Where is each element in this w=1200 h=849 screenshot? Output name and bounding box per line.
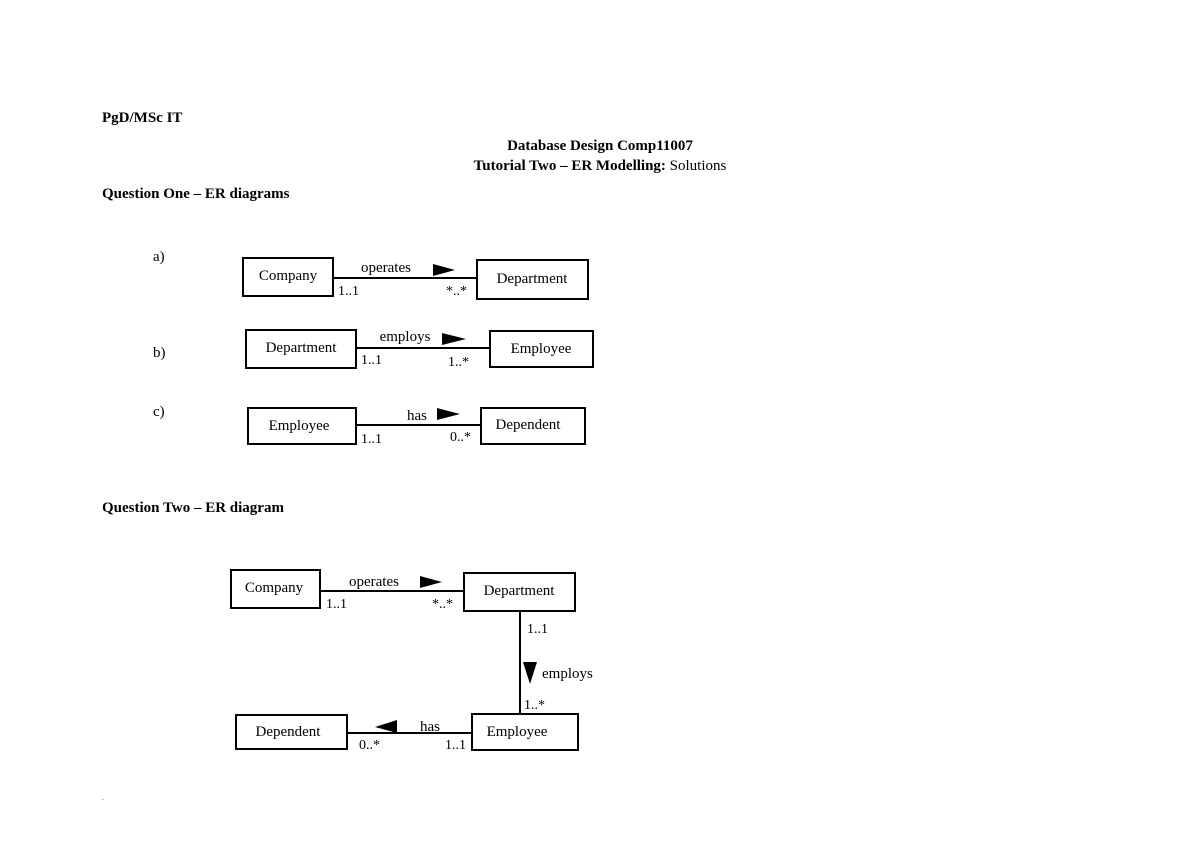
- svg-text:Employee: Employee: [269, 418, 330, 434]
- mult-right-a: *..*: [446, 284, 467, 299]
- entity-company-q2: Company: [230, 569, 321, 609]
- svg-text:Department: Department: [484, 583, 556, 599]
- operates-label-q2: operates: [349, 574, 399, 590]
- svg-text:Dependent: Dependent: [256, 724, 322, 740]
- entity-department-b: Department: [245, 329, 357, 369]
- relationship-label-b: employs: [380, 329, 431, 345]
- entity-department-q2: Department: [463, 572, 576, 612]
- mult-left-c: 1..1: [361, 432, 382, 447]
- mult-right-c: 0..*: [450, 430, 471, 445]
- direction-arrow-c: [437, 408, 460, 420]
- relationship-label-a: operates: [361, 260, 411, 276]
- footer-mark: .: [102, 793, 104, 802]
- entity-department-a: Department: [476, 259, 589, 300]
- svg-text:Dependent: Dependent: [496, 417, 562, 433]
- svg-text:Department: Department: [497, 271, 569, 287]
- entity-dependent-c: Dependent: [480, 407, 586, 445]
- operates-right-mult-q2: *..*: [432, 597, 453, 612]
- svg-text:Employee: Employee: [511, 341, 572, 357]
- mult-left-a: 1..1: [338, 284, 359, 299]
- subtitle-bold: Tutorial Two – ER Modelling:: [473, 158, 666, 174]
- direction-arrow-a: [433, 264, 455, 276]
- entity-employee-q2: Employee: [471, 713, 579, 751]
- course-label: PgD/MSc IT: [102, 110, 183, 126]
- question-one-heading: Question One – ER diagrams: [102, 186, 290, 202]
- part-a-label: a): [153, 249, 165, 265]
- has-right-mult-q2: 1..1: [445, 738, 466, 753]
- question-two-heading: Question Two – ER diagram: [102, 500, 284, 516]
- employs-arrow-q2: [523, 662, 537, 684]
- operates-arrow-q2: [420, 576, 442, 588]
- entity-company-a: Company: [242, 257, 334, 297]
- entity-employee-b: Employee: [489, 330, 594, 368]
- employs-label-q2: employs: [542, 666, 593, 682]
- part-c-label: c): [153, 404, 165, 420]
- svg-text:Company: Company: [245, 580, 304, 596]
- svg-text:Company: Company: [259, 268, 318, 284]
- employs-top-mult-q2: 1..1: [527, 622, 548, 637]
- document-title: Database Design Comp11007: [507, 138, 693, 154]
- has-left-mult-q2: 0..*: [359, 738, 380, 753]
- subtitle-rest: Solutions: [669, 158, 727, 174]
- mult-right-b: 1..*: [448, 355, 469, 370]
- svg-text:Employee: Employee: [487, 724, 548, 740]
- operates-left-mult-q2: 1..1: [326, 597, 347, 612]
- entity-dependent-q2: Dependent: [235, 714, 348, 750]
- employs-bottom-mult-q2: 1..*: [524, 698, 545, 713]
- has-label-q2: has: [420, 719, 440, 735]
- direction-arrow-b: [442, 333, 466, 345]
- svg-text:Department: Department: [266, 340, 338, 356]
- part-b-label: b): [153, 345, 166, 361]
- mult-left-b: 1..1: [361, 353, 382, 368]
- relationship-label-c: has: [407, 408, 427, 424]
- entity-employee-c: Employee: [247, 407, 357, 445]
- document-subtitle: Tutorial Two – ER Modelling: Solutions: [0, 158, 1200, 175]
- has-arrow-q2: [375, 720, 397, 733]
